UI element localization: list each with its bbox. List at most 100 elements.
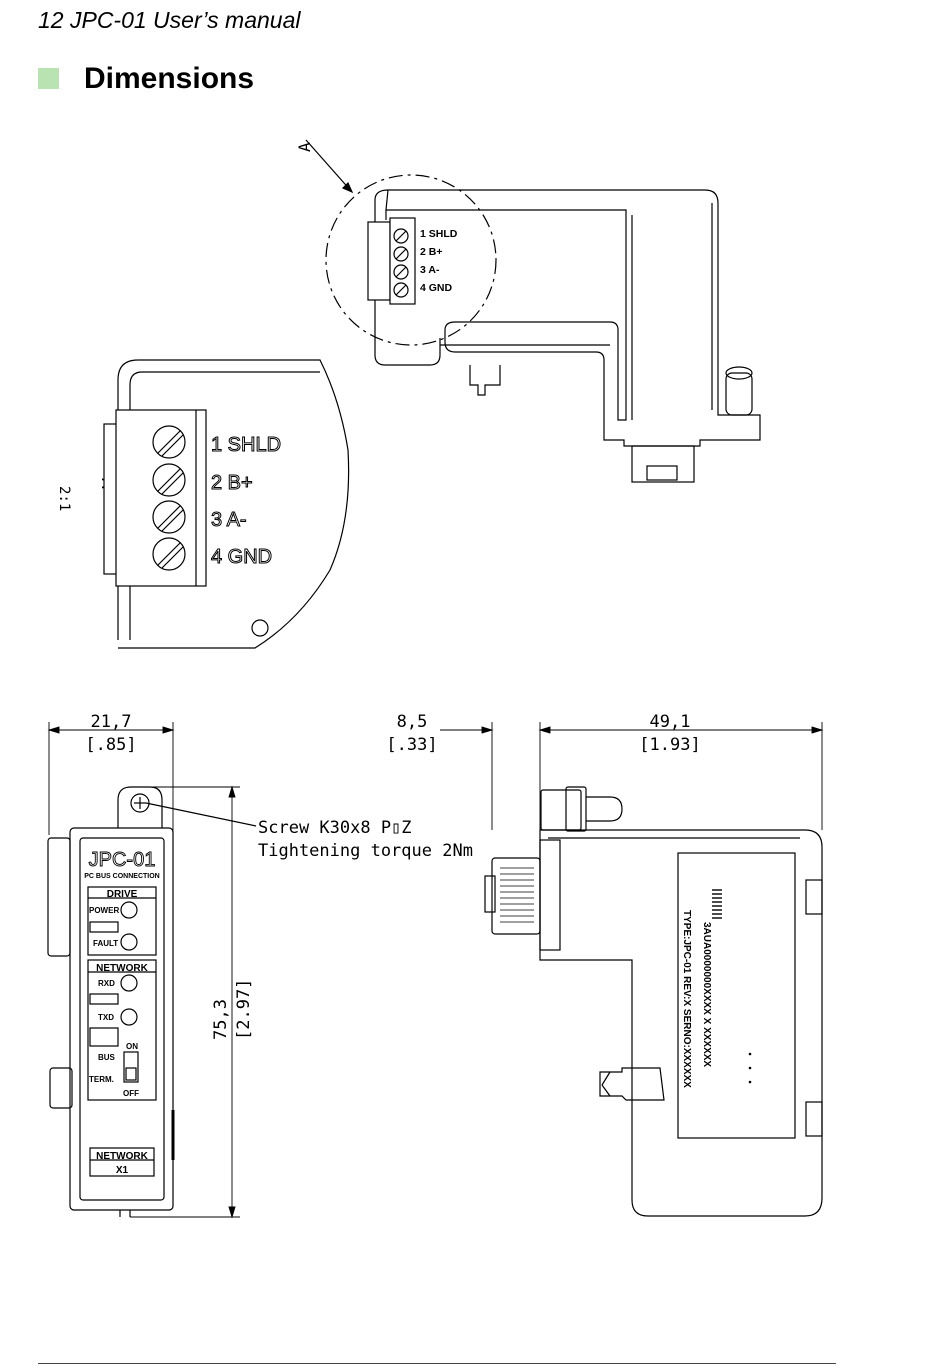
top-bottom-tab	[631, 445, 695, 483]
small-screw	[393, 264, 409, 280]
detail-screw	[152, 537, 186, 571]
front-left-lip	[47, 837, 71, 957]
drive-group-box	[87, 886, 157, 956]
dim-arrow	[811, 726, 824, 734]
small-terminal-screws	[393, 228, 409, 298]
rxd-led-label: RXD	[98, 979, 115, 988]
top-latch-cap	[725, 366, 753, 380]
connector-id-label: X1	[116, 1165, 129, 1176]
dim-height-mm: 75,3	[211, 999, 231, 1040]
side-label-line1: 3AUA0000000XXXX X XXXXXX	[701, 922, 712, 1067]
side-view: 3AUA0000000XXXX X XXXXXX TYPE:JPC-01 REV…	[484, 786, 823, 1217]
dim-width-mm: 21,7	[91, 712, 132, 732]
top-body-corner	[374, 189, 389, 201]
front-view: JPC-01 PC BUS CONNECTION DRIVE POWER FAU…	[47, 786, 175, 1217]
dim-depth-b-mm: 49,1	[650, 712, 691, 732]
dim-arrow	[162, 726, 175, 734]
side-dot	[748, 1052, 752, 1056]
small-screw	[393, 246, 409, 262]
detail-inner-outline	[129, 371, 320, 640]
side-clip-top	[805, 879, 823, 915]
connector-name-label: NETWORK	[96, 1151, 148, 1162]
small-terminal-label-1: 1 SHLD	[420, 228, 458, 240]
fault-led	[120, 933, 138, 951]
side-peg	[599, 1067, 665, 1101]
small-screw-slot	[395, 284, 407, 296]
power-led-label: POWER	[89, 906, 119, 915]
side-body	[539, 829, 823, 1217]
small-screw	[393, 282, 409, 298]
detail-screw	[152, 500, 186, 534]
small-screw-slot	[395, 230, 407, 242]
detail-screws	[152, 425, 186, 571]
front-screw	[130, 793, 150, 813]
detail-scale: 2:1	[56, 486, 72, 511]
dim-arrow	[228, 1206, 236, 1219]
small-terminal-housing	[367, 221, 391, 301]
front-left-clip	[49, 1067, 73, 1109]
front-model-name: JPC-01	[89, 849, 156, 871]
switch-bus-label: BUS	[98, 1053, 116, 1062]
front-body	[69, 827, 174, 1211]
screw-leader	[145, 802, 257, 827]
dim-width-in: [.85]	[85, 735, 136, 755]
side-rj-connector	[491, 857, 541, 935]
running-header: 12 JPC-01 User’s manual	[38, 7, 301, 33]
switch-term-label: TERM.	[89, 1075, 114, 1084]
screw-note-line1: Screw K30x8 P▯Z	[258, 818, 412, 838]
view-arrow-head	[341, 181, 354, 194]
footer-rule	[38, 1363, 836, 1364]
side-peg-barb-2	[601, 1084, 611, 1097]
side-rj-pins	[500, 867, 534, 923]
detail-hole	[251, 619, 269, 637]
top-latch	[725, 372, 753, 416]
dimension-lines: 21,7 [.85] 8,5 [.33] 49,1 [1.93] 75,3 [2…	[47, 712, 824, 1219]
detail-screw-slot-a	[157, 468, 181, 492]
front-screw-tab	[117, 786, 163, 828]
detail-terminal-label-2: 2 B+	[211, 472, 253, 494]
top-body-bottom-left	[374, 338, 441, 366]
dim-height-in: [2.97]	[234, 979, 254, 1040]
side-barcode	[712, 889, 722, 919]
switch-lever	[125, 1067, 137, 1081]
view-arrow-line	[305, 139, 353, 193]
small-screw-slot	[395, 248, 407, 260]
detail-screw-slot-b	[161, 509, 184, 532]
small-screw	[393, 228, 409, 244]
side-clip-bottom	[805, 1101, 823, 1137]
detail-outline	[117, 359, 350, 649]
detail-screw-slot-a	[157, 430, 181, 454]
front-panel	[79, 837, 165, 1201]
detail-screw-slot-b	[161, 472, 184, 495]
network-label-slot-2	[89, 1027, 119, 1047]
dim-arrow	[481, 726, 494, 734]
detail-screw	[152, 425, 186, 459]
dim-arrow	[228, 785, 236, 798]
top-peg	[469, 365, 501, 396]
side-latch-knob	[586, 796, 623, 822]
top-body-outline	[385, 189, 761, 447]
txd-led	[120, 1008, 138, 1026]
switch-on-label: ON	[126, 1042, 138, 1051]
detail-screw	[152, 463, 186, 497]
detail-screw-slot-a	[157, 542, 181, 566]
side-label-plate	[677, 852, 796, 1139]
detail-terminal-block	[115, 409, 207, 587]
dim-depth-b-in: [1.93]	[639, 735, 700, 755]
screw-note-line2: Tightening torque 2Nm	[258, 841, 473, 861]
front-subtitle: PC BUS CONNECTION	[84, 873, 159, 880]
side-latch-housing	[540, 789, 582, 831]
detail-screw-slot-b	[161, 546, 184, 569]
side-label-line2: TYPE:JPC-01 REV:X SERNO:XXXXXX	[681, 910, 692, 1088]
small-terminal-label-3: 3 A-	[420, 264, 440, 276]
drive-label-slot	[89, 921, 119, 933]
rxd-led	[120, 974, 138, 992]
view-letter-top: A	[295, 142, 314, 152]
detail-view-a: A 2:1 1 SHLD 2 B+ 3 A- 4 GND	[56, 359, 350, 649]
small-screw-slot	[395, 266, 407, 278]
section-marker-square	[38, 68, 59, 89]
detail-terminal-label-1: 1 SHLD	[211, 434, 281, 456]
small-terminal-label-2: 2 B+	[420, 246, 442, 258]
top-side-view: A 1 SHLD 2	[295, 139, 761, 483]
